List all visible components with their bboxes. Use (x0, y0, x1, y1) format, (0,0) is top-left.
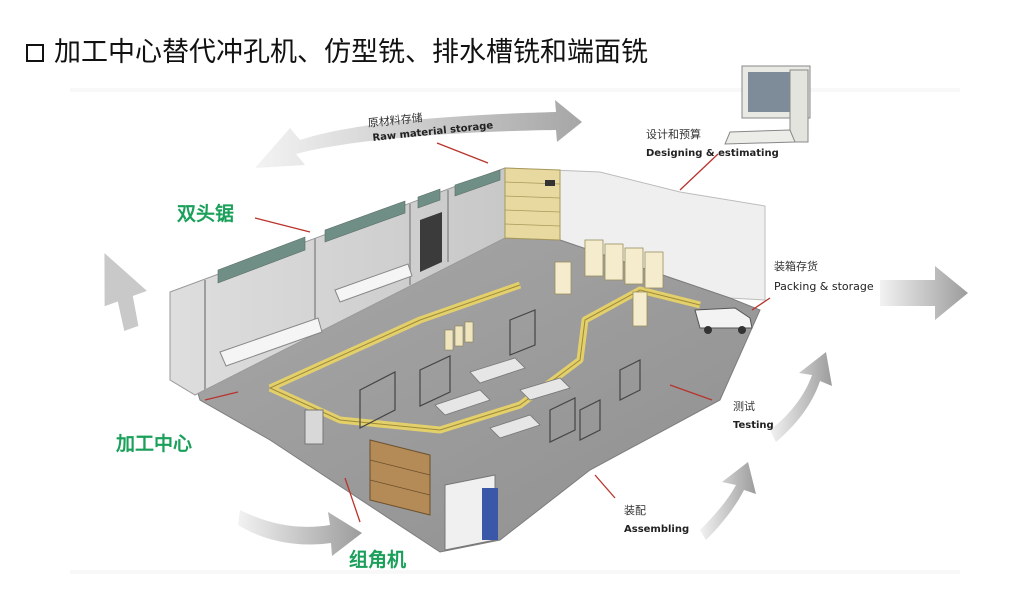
wall-windows (217, 169, 501, 284)
cycle-arrow-icon (238, 510, 362, 556)
testing-label-zh: 测试 (733, 400, 755, 413)
slide-title-text: 加工中心替代冲孔机、仿型铣、排水槽铣和端面铣 (54, 37, 648, 68)
cycle-arrow-icon (880, 266, 968, 320)
cycle-arrow-icon (104, 253, 147, 332)
machining-center-unit (304, 409, 324, 445)
testing-label-en: Testing (733, 420, 774, 431)
corner-machine-label: 组角机 (349, 549, 407, 571)
leader-lines (204, 142, 771, 523)
checkbox-bullet-icon (26, 44, 44, 62)
assembling-label-zh: 装配 (624, 504, 646, 517)
raw-material-rack (504, 167, 561, 241)
packing-label-zh: 装箱存货 (774, 260, 818, 273)
cycle-arrows (104, 100, 968, 556)
double-head-saw-label: 双头锯 (177, 203, 235, 225)
glass-racks (359, 309, 641, 443)
tall-panels (554, 239, 664, 327)
cycle-arrow-icon (700, 462, 756, 540)
slide-title: 加工中心替代冲孔机、仿型铣、排水槽铣和端面铣 (26, 30, 648, 69)
machining-center-label: 加工中心 (116, 433, 193, 455)
computer-workstation-icon (724, 65, 811, 145)
delivery-truck-icon (694, 307, 753, 334)
doorway (420, 212, 442, 272)
cycle-arrow-icon (770, 352, 832, 442)
double-head-saw (219, 317, 323, 367)
cycle-arrow-icon (255, 100, 582, 168)
packing-label-en: Packing & storage (774, 280, 874, 293)
pallets (444, 321, 474, 351)
assembling-label-en: Assembling (624, 524, 690, 535)
assembly-benches (434, 357, 571, 439)
background-texture (70, 88, 960, 574)
design-label-zh: 设计和预算 (646, 128, 701, 141)
design-label-en: Designing & estimating (646, 148, 779, 159)
